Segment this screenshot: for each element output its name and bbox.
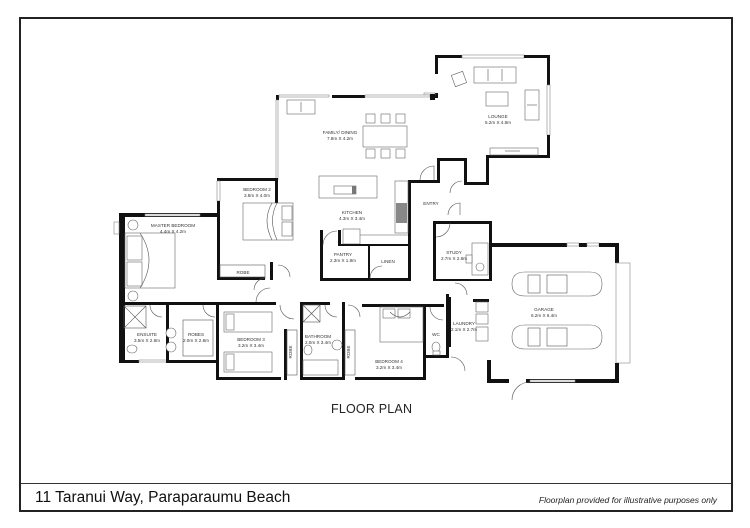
wc-area: WC — [426, 294, 449, 358]
hallway-walls — [255, 273, 411, 303]
family-dining-area: FAMILY/ DINING 7.8m X 4.2m — [275, 94, 435, 184]
ensuite-robes-area: ENSUITE 3.5m X 2.8m ROBES 2.0m X 2.8m — [119, 302, 219, 380]
footer-divider — [21, 483, 731, 484]
study-area: STUDY 2.7m X 2.8m — [433, 221, 492, 281]
svg-text:7.8m X 4.2m: 7.8m X 4.2m — [327, 136, 353, 141]
bedroom-2-area: ROBE BEDROOM 2 3.8m X 4.0m — [216, 178, 294, 291]
room-label-wc: WC — [432, 332, 440, 337]
room-label-lounge: LOUNGE — [488, 114, 507, 119]
property-address: 11 Taranui Way, Paraparaumu Beach — [35, 489, 291, 506]
room-label-study: STUDY — [446, 250, 462, 255]
room-label-master-bedroom: MASTER BEDROOM — [151, 223, 195, 228]
room-label-bedroom-4: BEDROOM 4 — [375, 359, 403, 364]
svg-text:4.4m X 4.2m: 4.4m X 4.2m — [160, 229, 186, 234]
room-label-robes: ROBES — [188, 332, 204, 337]
room-label-bedroom-2: BEDROOM 2 — [243, 187, 271, 192]
room-label-robe-bedroom-4: ROBE — [346, 345, 351, 358]
bathroom-area: ROBE BATHROOM 2.0m X 3.4m — [279, 302, 356, 380]
lounge-area: LOUNGE 5.2m X 4.8m — [423, 54, 551, 158]
room-label-ensuite: ENSUITE — [137, 332, 157, 337]
laundry-area: LAUNDRY 2.1m X 2.7m — [448, 282, 489, 372]
room-label-robe: ROBE — [236, 270, 249, 275]
floor-plan-title: FLOOR PLAN — [331, 402, 413, 416]
svg-text:2.0m X 2.8m: 2.0m X 2.8m — [183, 338, 209, 343]
svg-text:3.2m X 3.4m: 3.2m X 3.4m — [238, 343, 264, 348]
room-label-kitchen: KITCHEN — [342, 210, 362, 215]
pantry-linen-area: PANTRY 2.3m X 1.8m LINEN — [320, 230, 410, 281]
entry-area: ENTRY — [408, 158, 489, 275]
room-label-pantry: PANTRY — [334, 252, 352, 257]
svg-text:6.2m X 6.4m: 6.2m X 6.4m — [531, 313, 557, 318]
room-label-bedroom-3: BEDROOM 3 — [237, 337, 265, 342]
svg-text:3.2m X 3.4m: 3.2m X 3.4m — [376, 365, 402, 370]
room-label-garage: GARAGE — [534, 307, 554, 312]
bedroom-4-area: BEDROOM 4 3.2m X 3.4m — [347, 304, 427, 380]
svg-text:2.0m X 3.4m: 2.0m X 3.4m — [305, 340, 331, 345]
garage-area: GARAGE 6.2m X 6.4m — [487, 242, 631, 401]
bedroom-3-area: ROBE BEDROOM 3 3.2m X 3.4m — [216, 302, 298, 380]
disclaimer-text: Floorplan provided for illustrative purp… — [538, 495, 717, 505]
room-label-family-dining: FAMILY/ DINING — [323, 130, 358, 135]
kitchen-area: KITCHEN 4.3m X 3.4m — [318, 175, 409, 245]
room-label-laundry: LAUNDRY — [453, 321, 475, 326]
master-bedroom-area: MASTER BEDROOM 4.4m X 4.2m — [113, 213, 219, 363]
room-label-bathroom: BATHROOM — [305, 334, 331, 339]
svg-text:4.3m X 3.4m: 4.3m X 3.4m — [339, 216, 365, 221]
room-label-robe-bedroom-3: ROBE — [288, 345, 293, 358]
room-label-entry: ENTRY — [423, 201, 439, 206]
svg-text:2.3m X 1.8m: 2.3m X 1.8m — [330, 258, 356, 263]
plan-frame: 11 Taranui Way, Paraparaumu Beach Floorp… — [19, 17, 733, 512]
svg-text:5.2m X 4.8m: 5.2m X 4.8m — [485, 120, 511, 125]
svg-text:2.1m X 2.7m: 2.1m X 2.7m — [451, 327, 477, 332]
svg-text:2.7m X 2.8m: 2.7m X 2.8m — [441, 256, 467, 261]
svg-text:3.8m X 4.0m: 3.8m X 4.0m — [244, 193, 270, 198]
room-label-linen: LINEN — [381, 259, 395, 264]
svg-text:3.5m X 2.8m: 3.5m X 2.8m — [134, 338, 160, 343]
